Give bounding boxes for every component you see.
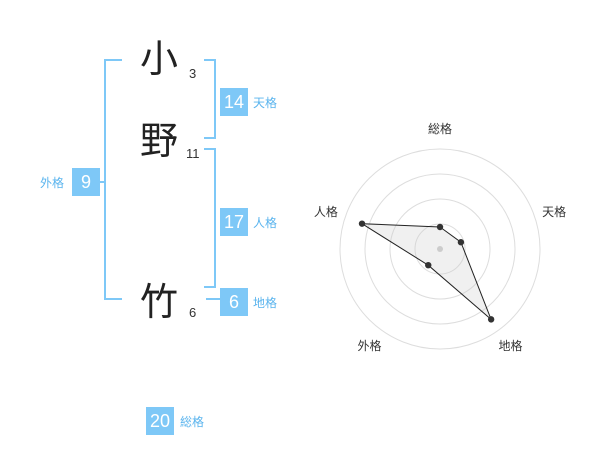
radar-axis-label-4: 外格 [357,338,381,353]
radar-point-2 [457,239,465,246]
radar-point-3 [487,316,495,323]
tenkaku-badge: 14 [220,88,248,116]
radar-axis-label-5: 人格 [314,204,338,219]
soukaku-badge: 20 [146,407,174,435]
radar-center-dot [437,246,443,252]
radar-axis-label-3: 地格 [498,338,522,353]
name-strokes-2: 11 [186,146,200,161]
gaikaku-bracket [104,59,122,300]
radar-ring-3 [364,173,516,325]
chikaku-badge: 6 [220,288,248,316]
jinkaku-badge: 17 [220,208,248,236]
radar-axis-label-2: 天格 [542,204,566,219]
radar-point-4 [425,261,432,269]
name-strokes-1: 3 [189,66,197,81]
soukaku-label: 総格 [180,415,205,429]
name-strokes-3: 6 [189,305,197,320]
gaikaku-badge: 9 [72,168,100,196]
radar-chart: 総格天格地格 外格 人格 [290,110,590,380]
radar-ring-2 [389,198,491,300]
radar-point-5 [358,220,366,227]
gaikaku-tick [96,181,104,183]
tenkaku-label: 天格 [253,96,278,110]
radar-ring-4 [339,148,541,350]
tenkaku-bracket [204,59,216,139]
name-kanji-2: 野 [140,119,179,163]
jinkaku-label: 人格 [253,216,278,230]
radar-point-1 [436,223,444,231]
radar-axis-label-1: 総格 [428,121,452,136]
name-kanji-3: 竹 [140,280,179,324]
jinkaku-bracket [204,148,216,288]
name-kanji-1: 小 [140,37,179,81]
chikaku-tick [206,298,220,300]
chikaku-label: 地格 [253,296,278,310]
gaikaku-label: 外格 [40,176,65,190]
radar-polygon [360,223,492,320]
